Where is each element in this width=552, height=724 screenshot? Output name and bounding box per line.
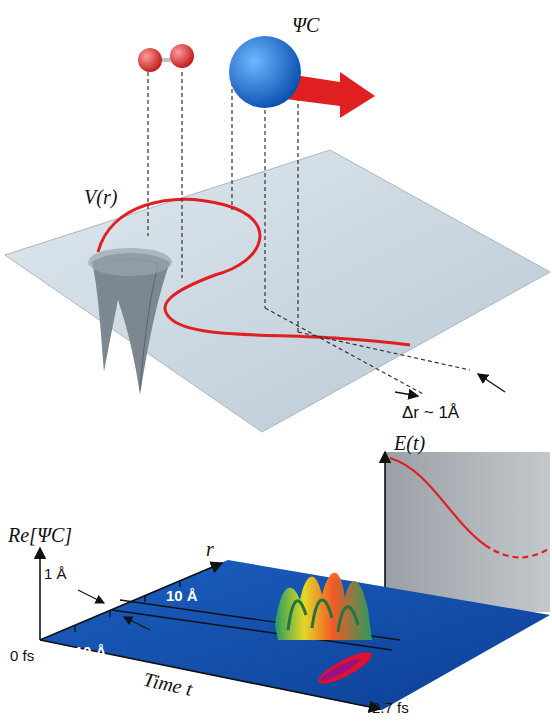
field-label: E(t) — [394, 432, 425, 454]
tick-label: 10 Å — [166, 588, 198, 605]
separation-label: Δr ~ 1Å — [402, 404, 459, 423]
potential-label: V(r) — [84, 186, 117, 208]
r-axis-label: r — [206, 538, 214, 560]
time-end-label: 2.7 fs — [372, 700, 409, 717]
time-axis-label: Time t — [141, 668, 194, 700]
tick-label: −10 Å — [66, 644, 106, 661]
amplitude-axis-label: Re[ΨC] — [8, 524, 72, 546]
time-origin-label: 0 fs — [10, 648, 34, 665]
band-width-label: 1 Å — [44, 566, 67, 583]
wavefunction-label: ΨC — [292, 14, 319, 36]
